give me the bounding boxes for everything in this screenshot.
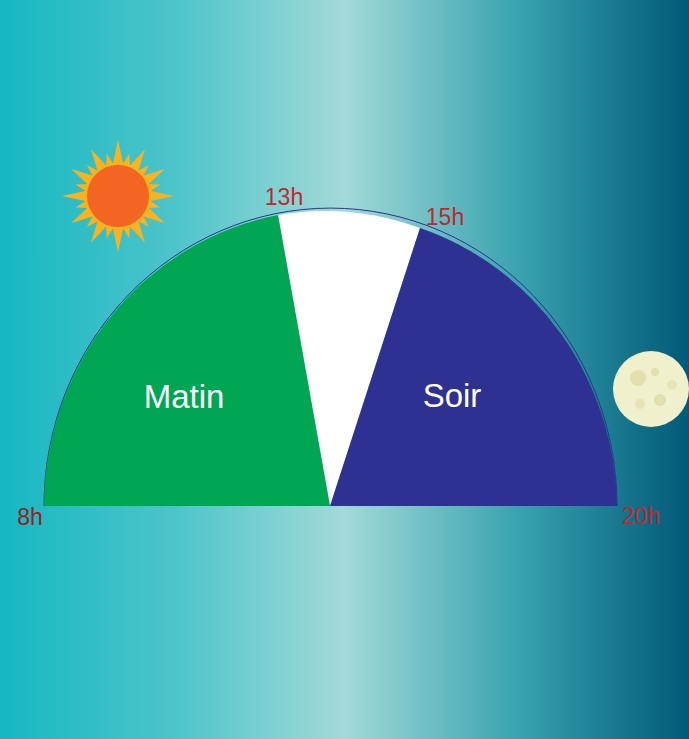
hour-label: 20h <box>622 504 660 529</box>
sector-path <box>44 215 330 506</box>
sector-path <box>330 228 617 506</box>
sector-label: Matin <box>144 379 225 415</box>
day-sector: Soir <box>329 206 618 507</box>
sun-icon <box>44 122 192 270</box>
hour-label: 8h <box>17 505 43 530</box>
dome-outline <box>44 208 617 506</box>
day-sector: Matin <box>44 206 331 507</box>
hour-label: 13h <box>265 185 303 210</box>
sector-shape <box>329 206 618 507</box>
hour-label: 15h <box>426 205 464 230</box>
sector-shape <box>44 206 331 507</box>
sector-label: Soir <box>423 378 482 414</box>
moon-icon <box>613 351 689 427</box>
